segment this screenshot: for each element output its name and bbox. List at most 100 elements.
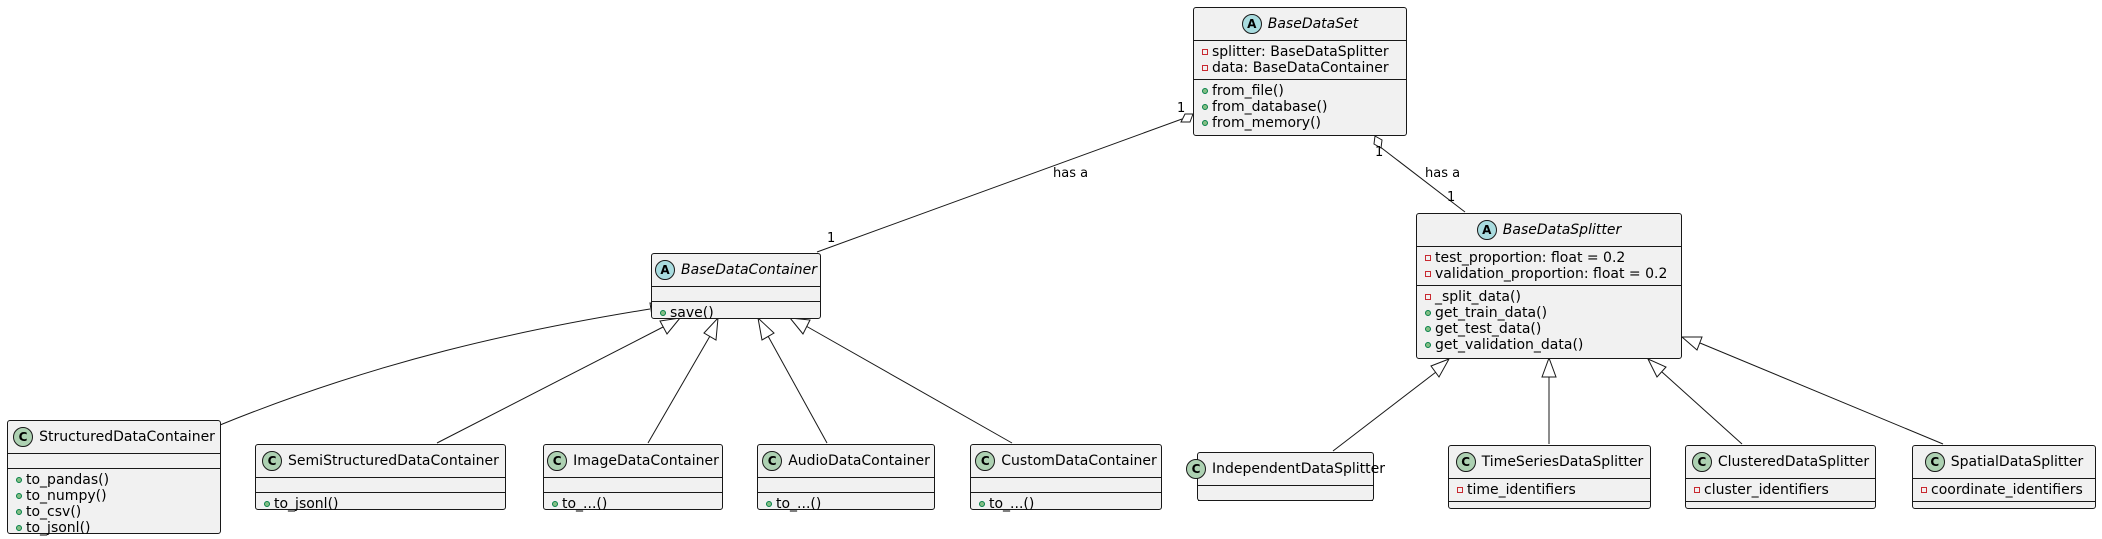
method-row: from_database() [1202, 99, 1400, 115]
class-name: ClusteredDataSplitter [1717, 454, 1870, 470]
inherit-arrow-spatial [1680, 336, 1703, 351]
public-icon [766, 501, 772, 507]
fields-section [8, 453, 220, 468]
method-row: get_validation_data() [1425, 337, 1675, 353]
public-icon [1202, 104, 1208, 110]
field-row: validation_proportion: float = 0.2 [1425, 266, 1675, 282]
methods-section [1686, 501, 1875, 516]
fields-section: cluster_identifiers [1686, 478, 1875, 501]
inherit-edge-independent [1332, 371, 1437, 452]
class-basedatasplitter[interactable]: A BaseDataSplitter test_proportion: float… [1416, 213, 1682, 359]
public-icon [979, 501, 985, 507]
method-row: to_jsonl() [264, 496, 499, 512]
method-row: to_...() [552, 496, 716, 512]
fields-section [971, 477, 1161, 492]
public-icon [16, 525, 22, 531]
inherit-arrow-custom [788, 317, 811, 335]
abstract-class-icon: A [1241, 14, 1262, 34]
class-name: BaseDataSplitter [1502, 222, 1622, 238]
fields-section: splitter: BaseDataSplitter data: BaseDat… [1194, 40, 1406, 79]
relation-to-mult-container: 1 [827, 231, 836, 246]
methods-section: from_file() from_database() from_memory(… [1194, 79, 1406, 134]
relation-label-splitter: has a [1425, 166, 1461, 181]
fields-section: test_proportion: float = 0.2 validation_… [1417, 246, 1681, 285]
relation-label-container: has a [1053, 166, 1089, 181]
methods-section [1449, 501, 1650, 516]
public-icon [1425, 310, 1431, 316]
class-clustereddatasplitter[interactable]: C ClusteredDataSplitter cluster_identifie… [1685, 445, 1876, 509]
public-icon [1425, 326, 1431, 332]
field-row: data: BaseDataContainer [1202, 60, 1400, 76]
methods-section: to_...() [758, 492, 934, 515]
fields-section [652, 286, 820, 301]
aggregation-diamond-container [1180, 113, 1194, 123]
class-name: SpatialDataSplitter [1950, 454, 2084, 470]
method-row: from_memory() [1202, 115, 1400, 131]
private-icon [1425, 255, 1431, 261]
inherit-arrow-timeseries [1541, 356, 1557, 378]
inherit-edge-clustered [1661, 371, 1743, 445]
inherit-edge-image [647, 335, 711, 444]
public-icon [1425, 342, 1431, 348]
methods-section [1913, 501, 2095, 516]
relation-to-mult-splitter: 1 [1447, 190, 1456, 205]
fields-section: time_identifiers [1449, 478, 1650, 501]
private-icon [1457, 487, 1463, 493]
aggregation-diamond-splitter [1373, 135, 1383, 149]
abstract-class-icon: A [1476, 220, 1497, 240]
private-icon [1202, 49, 1208, 55]
private-icon [1921, 487, 1927, 493]
class-icon: C [1691, 452, 1712, 472]
inherit-edge-audio [767, 335, 828, 444]
class-structureddatacontainer[interactable]: C StructuredDataContainer to_pandas() to_… [7, 420, 221, 536]
method-row: to_pandas() [16, 472, 214, 488]
fields-section [758, 477, 934, 492]
inherit-edge-spatial [1699, 342, 1944, 445]
inherit-edge-semistructured [436, 325, 666, 444]
methods-section [1198, 500, 1373, 515]
fields-section [256, 477, 505, 492]
class-name: CustomDataContainer [1001, 453, 1157, 469]
fields-section [544, 477, 722, 492]
class-name: IndependentDataSplitter [1211, 461, 1386, 477]
class-icon: C [762, 451, 783, 471]
class-name: StructuredDataContainer [39, 429, 215, 445]
class-name: TimeSeriesDataSplitter [1481, 454, 1644, 470]
method-row: _split_data() [1425, 289, 1675, 305]
private-icon [1694, 487, 1700, 493]
public-icon [16, 509, 22, 515]
method-row: get_train_data() [1425, 305, 1675, 321]
public-icon [1202, 120, 1208, 126]
methods-section: to_...() [971, 492, 1161, 515]
fields-section [1198, 485, 1373, 500]
abstract-class-icon: A [655, 260, 676, 280]
public-icon [552, 501, 558, 507]
inherit-arrow-semistructured [659, 317, 682, 335]
method-row: to_...() [766, 496, 928, 512]
class-icon: C [1924, 452, 1945, 472]
inherit-arrow-image [703, 316, 719, 341]
public-icon [16, 493, 22, 499]
class-icon: C [13, 427, 34, 447]
method-row: to_csv() [16, 504, 214, 520]
aggregation-edge-splitter [1378, 145, 1466, 213]
method-row: save() [660, 305, 814, 321]
methods-section: to_jsonl() [256, 492, 505, 515]
inherit-edge-custom [805, 325, 1013, 444]
method-row: to_numpy() [16, 488, 214, 504]
relation-from-mult-container: 1 [1177, 101, 1186, 116]
field-row: splitter: BaseDataSplitter [1202, 44, 1400, 60]
methods-section: _split_data() get_train_data() get_test_… [1417, 285, 1681, 356]
methods-section: save() [652, 301, 820, 324]
inherit-arrow-audio [757, 316, 775, 341]
inherit-arrow-independent [1430, 358, 1451, 378]
